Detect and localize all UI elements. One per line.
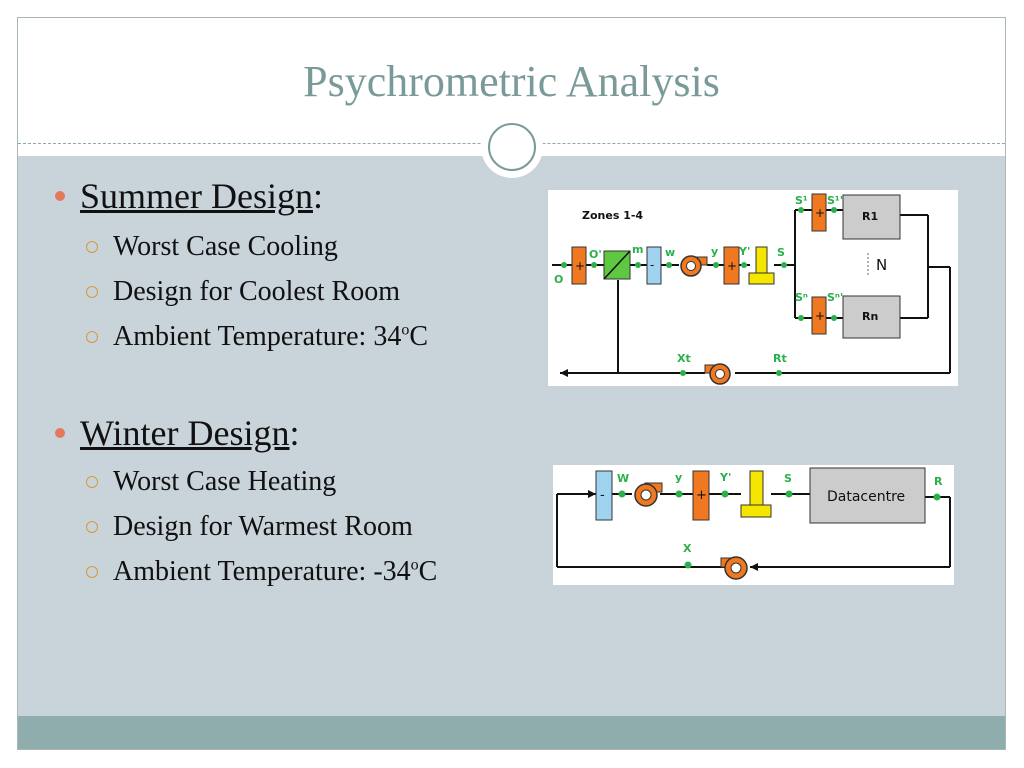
heater-plus-sign: + — [727, 259, 737, 273]
point-label-w: W — [617, 472, 629, 485]
sub-bullet-ring — [86, 476, 98, 488]
heater-plus-sign: + — [696, 488, 707, 503]
datacentre-label: Datacentre — [827, 489, 905, 505]
point-label-s1: S¹ — [795, 194, 808, 207]
sub-bullet-ring — [86, 286, 98, 298]
flow-arrow — [750, 563, 758, 571]
bullet-dot — [55, 191, 65, 201]
room-count-label: N — [876, 256, 887, 274]
cooler-minus-sign: - — [600, 488, 605, 503]
point-label-o-prime: O' — [589, 248, 602, 261]
sub-bullet-ring — [86, 241, 98, 253]
mixing-diagonal — [603, 250, 631, 280]
room-r1 — [842, 194, 901, 240]
point-label-x: X — [683, 542, 692, 555]
summer-heading: Summer Design: — [55, 175, 323, 217]
cooling-coil-block — [595, 470, 613, 521]
humidifier-block — [748, 246, 775, 285]
heater-plus-sign: + — [815, 206, 825, 220]
state-points — [618, 490, 941, 569]
room-rn — [842, 295, 901, 339]
winter-system-diagram: - + Datacentre W y Y' S R X — [553, 465, 954, 585]
heater-plus-sign: + — [815, 309, 825, 323]
return-fan-icon — [720, 556, 748, 580]
summer-item-3: Ambient Temperature: 34oC — [86, 321, 428, 353]
point-label-m: m — [632, 243, 643, 256]
humidifier-block — [740, 470, 772, 518]
footer-band — [18, 716, 1005, 749]
cooling-coil-block — [646, 246, 662, 285]
sub-bullet-ring — [86, 521, 98, 533]
point-label-y-prime: Y' — [738, 245, 750, 258]
sub-bullet-ring — [86, 331, 98, 343]
winter-item-3: Ambient Temperature: -34oC — [86, 556, 437, 588]
heater-block — [692, 470, 710, 521]
divider-ornament-ring — [488, 123, 536, 171]
point-label-w: w — [665, 246, 675, 259]
sub-bullet-ring — [86, 566, 98, 578]
zone-1-reheater — [811, 193, 827, 232]
summer-item-2: Design for Coolest Room — [86, 276, 400, 308]
point-label-y-prime: Y' — [719, 471, 731, 484]
point-label-s: S — [777, 246, 785, 259]
flow-arrow — [588, 490, 596, 498]
point-label-xt: Xt — [677, 352, 691, 365]
room-rn-label: Rn — [862, 310, 878, 323]
supply-fan-icon — [634, 482, 663, 507]
room-r1-label: R1 — [862, 210, 878, 223]
point-label-sn: Sⁿ — [795, 291, 808, 304]
point-label-o: O — [554, 273, 563, 286]
point-label-sn-prime: Sⁿ' — [827, 291, 843, 304]
return-fan-icon — [704, 363, 731, 385]
point-label-y: y — [711, 245, 718, 258]
summer-system-diagram: Zones 1-4 + - + + — [548, 190, 958, 386]
state-points — [561, 207, 837, 376]
datacentre-room — [809, 467, 926, 524]
winter-item-2: Design for Warmest Room — [86, 511, 413, 543]
winter-heading: Winter Design: — [55, 412, 300, 454]
summer-item-1: Worst Case Cooling — [86, 231, 338, 263]
point-label-y: y — [675, 471, 682, 484]
point-label-rt: Rt — [773, 352, 787, 365]
zones-label: Zones 1-4 — [582, 209, 643, 222]
point-label-s: S — [784, 472, 792, 485]
winter-item-1: Worst Case Heating — [86, 466, 336, 498]
preheater-block — [571, 246, 587, 285]
slide-title: Psychrometric Analysis — [303, 57, 720, 106]
bullet-dot — [55, 428, 65, 438]
cooler-minus-sign: - — [650, 258, 654, 272]
exhaust-arrow — [560, 369, 568, 377]
zone-n-reheater — [811, 296, 827, 335]
reheater-block — [723, 246, 740, 285]
point-label-r: R — [934, 475, 943, 488]
supply-fan-icon — [680, 255, 708, 277]
point-label-s1-prime: S¹' — [827, 194, 843, 207]
heater-plus-sign: + — [575, 259, 585, 273]
